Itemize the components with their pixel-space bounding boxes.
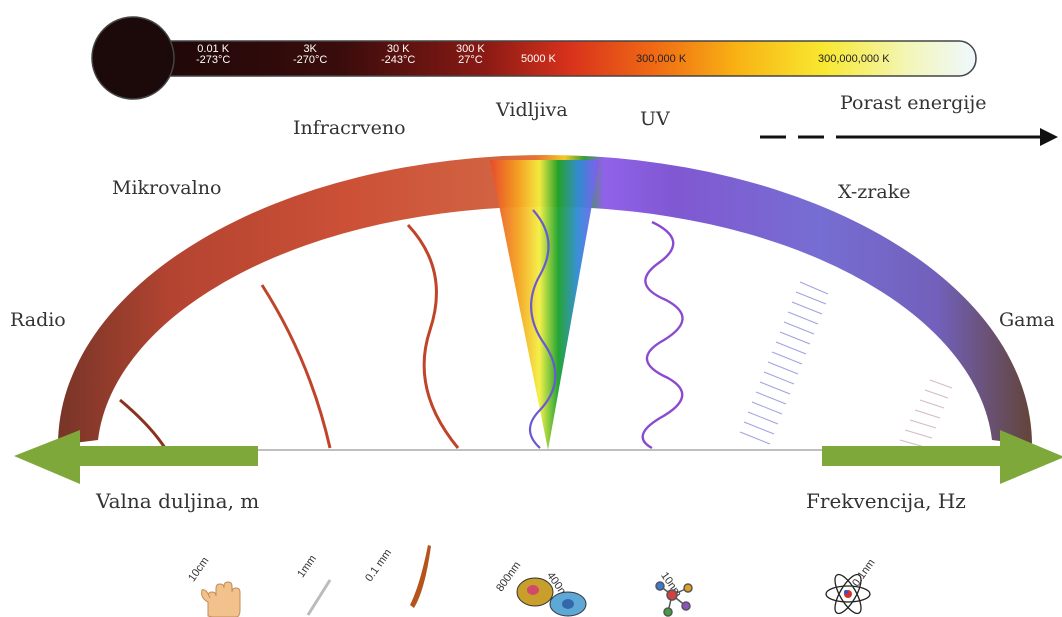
thermo-label-5: 300,000 K: [636, 53, 687, 65]
region-gamma: Gama: [999, 309, 1055, 331]
energy-arrow: [760, 128, 1058, 146]
energy-label: Porast energije: [840, 92, 987, 114]
region-microwave: Mikrovalno: [112, 177, 222, 199]
molecule-icon: [655, 581, 693, 617]
hair-icon: [410, 545, 431, 608]
region-xray: X-zrake: [838, 181, 911, 203]
thermo-label-2: 30 K-243°C: [381, 43, 416, 66]
region-uv: UV: [640, 108, 670, 130]
region-infrared: Infracrveno: [293, 117, 406, 139]
atom-icon: [825, 573, 871, 615]
thermo-label-1: 3K-270°C: [293, 43, 328, 66]
region-visible: Vidljiva: [496, 99, 568, 121]
wavelength-arrow: [14, 430, 258, 484]
thermo-label-6: 300,000,000 K: [818, 53, 890, 65]
temperature-thermometer: [91, 16, 977, 100]
thermo-label-4: 5000 K: [521, 53, 556, 65]
scale-icons: [201, 545, 871, 617]
region-radio: Radio: [10, 309, 66, 331]
cell-icon: [516, 577, 587, 617]
hand-icon: [201, 581, 241, 617]
frequency-arrow: [822, 430, 1062, 484]
frequency-label: Frekvencija, Hz: [806, 489, 966, 513]
needle-icon: [306, 579, 332, 616]
wavelength-label: Valna duljina, m: [96, 489, 260, 513]
thermo-label-0: 0.01 K-273°C: [196, 43, 231, 66]
